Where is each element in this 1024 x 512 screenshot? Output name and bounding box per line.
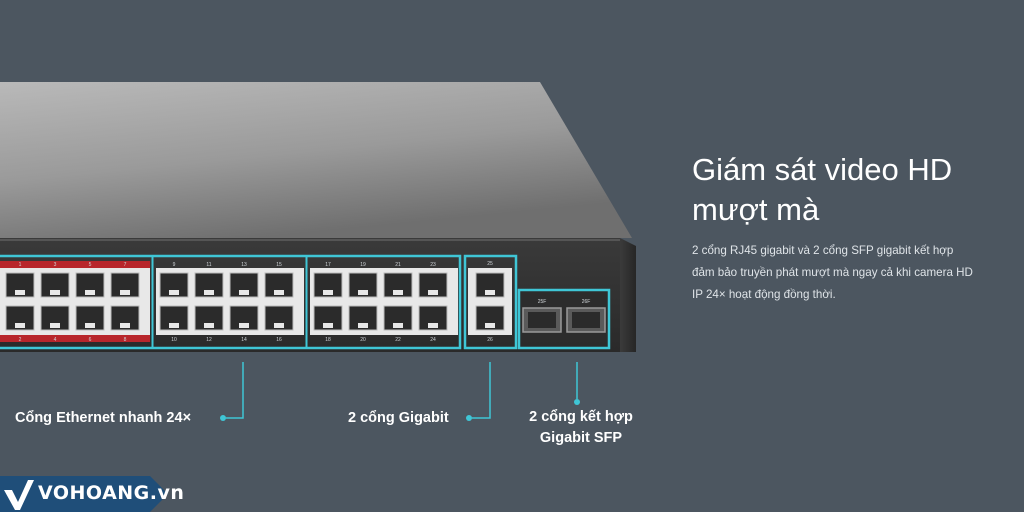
section-description: 2 cổng RJ45 gigabit và 2 cổng SFP gigabi…	[692, 240, 1017, 306]
port-label-19: 19	[360, 262, 366, 268]
poe-red-bar-bottom	[0, 335, 150, 342]
port-label-23: 23	[430, 262, 436, 268]
switch-top-surface	[0, 82, 632, 238]
callout-label-sfp: 2 cổng kết hợp Gigabit SFP	[520, 407, 642, 449]
port-label-17: 17	[325, 262, 331, 268]
port-label-9: 9	[173, 262, 176, 268]
callout-line-gigabit	[472, 362, 491, 419]
port-label-5: 5	[89, 262, 92, 268]
heading-line-1: Giám sát video HD	[692, 152, 953, 187]
port-label-22: 22	[395, 337, 401, 343]
port-label-4: 4	[54, 337, 57, 343]
port-label-13: 13	[241, 262, 247, 268]
port-label-6: 6	[89, 337, 92, 343]
port-label-16: 16	[276, 337, 282, 343]
callout-label-gigabit: 2 cổng Gigabit	[348, 410, 449, 426]
site-logo[interactable]: VOHOANG.vn	[0, 476, 184, 512]
highlight-box-ethernet	[0, 254, 462, 350]
port-label-21: 21	[395, 262, 401, 268]
port-label-gigabit-bottom: 26	[487, 337, 493, 343]
port-label-10: 10	[171, 337, 177, 343]
port-label-20: 20	[360, 337, 366, 343]
description-line-1: 2 cổng RJ45 gigabit và 2 cổng SFP gigabi…	[692, 244, 954, 257]
port-label-3: 3	[54, 262, 57, 268]
heading-line-2: mượt mà	[692, 192, 820, 227]
logo-badge	[0, 476, 168, 512]
callout-line-ethernet	[226, 362, 244, 419]
port-label-18: 18	[325, 337, 331, 343]
port-label-14: 14	[241, 337, 247, 343]
port-label-7: 7	[124, 262, 127, 268]
rj45-port-group	[5, 272, 505, 331]
logo-text: VOHOANG.vn	[38, 482, 185, 504]
port-label-24: 24	[430, 337, 436, 343]
port-label-2: 2	[19, 337, 22, 343]
poe-red-bar-top	[0, 261, 150, 268]
logo-mark-icon	[4, 480, 34, 510]
callout-label-sfp-line-2: Gigabit SFP	[539, 430, 623, 446]
section-heading: Giám sát video HD mượt mà	[692, 150, 1012, 230]
port-label-8: 8	[124, 337, 127, 343]
port-label-sfp-left: 25F	[538, 299, 547, 305]
port-label-1: 1	[19, 262, 22, 268]
highlight-box-gigabit	[463, 254, 518, 350]
port-label-11: 11	[206, 262, 211, 268]
description-line-2: đảm bảo truyền phát mượt mà ngay cả khi …	[692, 266, 973, 279]
switch-side-edge	[620, 238, 636, 352]
callout-label-ethernet: Cổng Ethernet nhanh 24×	[15, 410, 192, 426]
description-line-3: IP 24× hoạt động đồng thời.	[692, 288, 836, 301]
port-label-15: 15	[276, 262, 282, 268]
callout-label-sfp-line-1: 2 cổng kết hợp	[529, 409, 633, 425]
highlight-box-sfp	[517, 288, 611, 350]
port-label-12: 12	[206, 337, 212, 343]
port-label-gigabit-top: 25	[487, 261, 493, 267]
port-label-sfp-right: 26F	[582, 299, 591, 305]
